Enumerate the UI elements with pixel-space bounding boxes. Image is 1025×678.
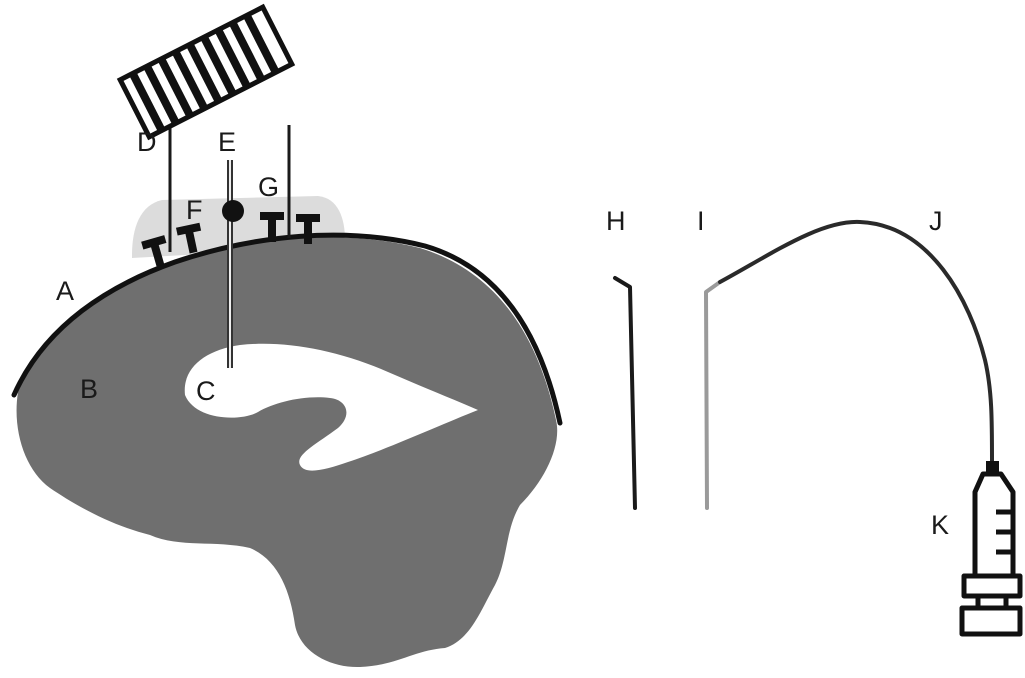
electrode-connector — [116, 3, 296, 141]
brain — [16, 237, 558, 668]
label-f: F — [186, 195, 203, 225]
label-g: G — [258, 172, 279, 202]
label-k: K — [931, 510, 949, 540]
dummy-cannula-h — [613, 276, 637, 510]
tubing-j — [718, 219, 994, 464]
label-j: J — [929, 206, 943, 236]
label-b: B — [80, 374, 98, 404]
label-e: E — [218, 127, 236, 157]
cannula-cap-dot — [222, 200, 244, 222]
label-i: I — [697, 206, 705, 236]
label-h: H — [606, 206, 626, 236]
label-a: A — [56, 276, 74, 306]
injection-cannula-i — [704, 280, 722, 510]
label-c: C — [196, 376, 216, 406]
lateral-ventricle — [184, 343, 479, 471]
anchor-screw-3 — [260, 212, 284, 242]
anchor-screw-4 — [296, 214, 320, 244]
anchor-screw-1 — [141, 235, 167, 267]
label-d: D — [137, 127, 157, 157]
syringe-k — [959, 461, 1023, 637]
anchor-screw-2 — [175, 222, 202, 254]
